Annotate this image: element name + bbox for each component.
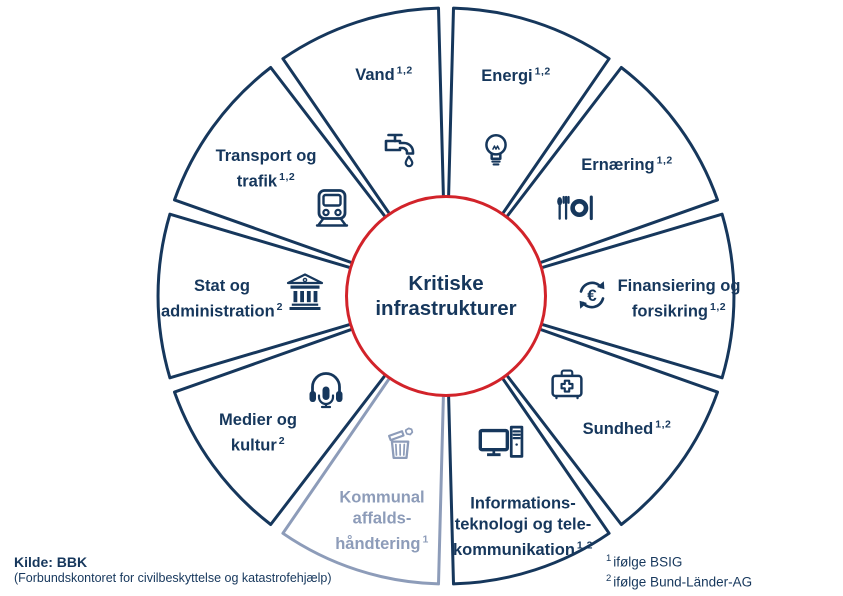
segment-label-text: affalds- [352,509,412,528]
source-block: Kilde: BBK (Forbundskontoret for civilbe… [14,554,332,586]
segment-label-line: teknologi og tele- [453,514,593,535]
segment-label-text: forsikring [631,302,708,321]
wedge-finansiering [444,212,736,380]
segment-label-superscript: 2 [278,434,286,447]
segment-label-line: Medier og [219,410,297,431]
segment-label-text: teknologi og tele- [454,515,592,534]
segment-label-line: Kommunal [335,487,429,508]
segment-label-text: håndtering [335,534,421,553]
segment-label-text: Informations- [470,494,576,513]
center-circle: Kritiske infrastrukturer [345,195,547,397]
footnote-1-text: ifølge BSIG [613,554,683,570]
segment-label-line: Stat og [161,276,283,297]
segment-label-line: Transport og [216,146,317,167]
segment-label-text: Stat og [194,276,250,295]
segment-label-text: Kommunal [339,488,425,507]
trash-icon [379,421,425,467]
footnote-2-sup: 2 [606,573,612,584]
segment-label-superscript: 1,2 [576,539,594,552]
headphones-mic-icon [302,365,350,413]
segment-label-text: Transport og [215,146,317,165]
lightbulb-icon [473,129,519,175]
footnote-1-sup: 1 [606,553,612,564]
segment-label-superscript: 1,2 [710,300,727,313]
computer-icon [473,417,527,471]
segment-label-line: Finansiering og [618,276,741,297]
government-building-icon [281,267,329,315]
segment-label-text: Vand [355,65,395,84]
cutlery-icon [552,186,598,232]
segment-label-text: administration [160,302,275,321]
segment-label-superscript: 1,2 [656,154,673,167]
segment-label-text: kommunikation [452,540,575,559]
segment-label-superscript: 1,2 [534,65,551,78]
segment-label-text: Ernæring [581,155,655,174]
faucet-icon [374,126,422,174]
segment-label-superscript: 2 [276,300,284,313]
segment-label-line: Informations- [453,493,593,514]
first-aid-icon [544,361,590,407]
segment-label-text: Finansiering og [617,276,741,295]
svg-text:€: € [587,286,597,305]
segment-label-superscript: 1,2 [279,170,296,183]
segment-label-superscript: 1,2 [396,64,413,77]
footnote-2-text: ifølge Bund-Länder-AG [613,574,753,590]
source-label: Kilde: BBK [14,554,88,570]
segment-label-superscript: 1 [422,533,429,546]
train-icon [308,184,356,232]
segment-label-line: affalds- [335,508,429,529]
segment-label-text: Sundhed [582,419,654,438]
segment-label-text: kultur [230,436,277,455]
segment-label-text: Energi [481,66,533,85]
euro-cycle-icon: € [568,271,616,319]
segment-label-text: trafik [236,172,278,191]
diagram-title: Kritiske infrastrukturer [375,272,517,320]
segment-label-superscript: 1,2 [655,418,672,431]
segment-label-text: Medier og [219,410,297,429]
source-description: (Forbundskontoret for civilbeskyttelse o… [14,571,332,585]
segment-label-it: Informations-teknologi og tele-kommunika… [453,493,593,561]
